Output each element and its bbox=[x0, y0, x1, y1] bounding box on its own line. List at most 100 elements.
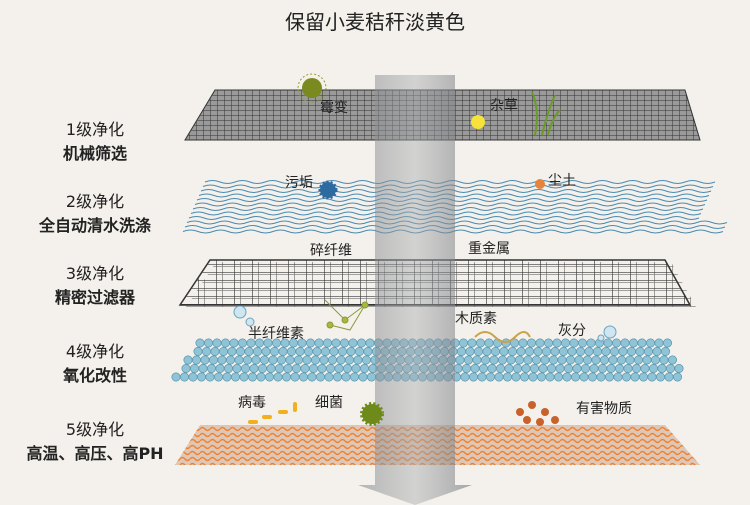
filter-sphere bbox=[467, 338, 477, 348]
filter-sphere bbox=[181, 363, 191, 373]
filter-sphere bbox=[300, 363, 310, 373]
filter-sphere bbox=[291, 363, 301, 373]
filter-sphere bbox=[558, 346, 568, 356]
level-step: 3级净化 bbox=[65, 264, 125, 283]
filter-sphere bbox=[274, 363, 284, 373]
filter-sphere bbox=[655, 372, 665, 382]
filter-sphere bbox=[293, 355, 303, 365]
filter-sphere bbox=[310, 355, 320, 365]
filter-sphere bbox=[348, 338, 358, 348]
filter-sphere bbox=[609, 346, 619, 356]
filter-sphere bbox=[660, 346, 670, 356]
filter-sphere bbox=[485, 372, 495, 382]
filter-sphere bbox=[266, 363, 276, 373]
filter-sphere bbox=[550, 346, 560, 356]
filter-sphere bbox=[307, 372, 317, 382]
tag-dust: 尘土 bbox=[548, 173, 576, 189]
filter-sphere bbox=[567, 346, 577, 356]
filter-sphere bbox=[484, 338, 494, 348]
filter-sphere bbox=[645, 338, 655, 348]
filter-sphere bbox=[249, 363, 259, 373]
tag-fiber-debris: 碎纤维 bbox=[310, 243, 352, 259]
filter-sphere bbox=[524, 346, 534, 356]
filter-sphere bbox=[276, 355, 286, 365]
filter-sphere bbox=[563, 363, 573, 373]
filter-sphere bbox=[533, 346, 543, 356]
filter-sphere bbox=[302, 355, 312, 365]
filter-sphere bbox=[592, 346, 602, 356]
filter-sphere bbox=[640, 363, 650, 373]
filter-sphere bbox=[202, 346, 212, 356]
filter-sphere bbox=[507, 346, 517, 356]
filter-sphere bbox=[366, 372, 376, 382]
filter-sphere bbox=[305, 338, 315, 348]
filter-sphere bbox=[221, 338, 231, 348]
filter-sphere bbox=[453, 363, 463, 373]
filter-sphere bbox=[320, 346, 330, 356]
filter-sphere bbox=[489, 355, 499, 365]
filter-sphere bbox=[642, 355, 652, 365]
filter-sphere bbox=[198, 363, 208, 373]
filter-sphere bbox=[580, 363, 590, 373]
filter-sphere bbox=[623, 363, 633, 373]
level-name: 高温、高压、高PH bbox=[26, 444, 164, 463]
filter-sphere bbox=[325, 363, 335, 373]
filter-sphere bbox=[647, 372, 657, 382]
filter-sphere bbox=[468, 372, 478, 382]
filter-sphere bbox=[251, 355, 261, 365]
filter-sphere bbox=[241, 363, 251, 373]
filter-sphere bbox=[555, 363, 565, 373]
filter-sphere bbox=[477, 372, 487, 382]
filter-sphere bbox=[480, 355, 490, 365]
filter-sphere bbox=[180, 372, 190, 382]
filter-sphere bbox=[332, 372, 342, 382]
filter-sphere bbox=[637, 338, 647, 348]
filter-sphere bbox=[546, 363, 556, 373]
filter-sphere bbox=[512, 363, 522, 373]
filter-sphere bbox=[506, 355, 516, 365]
tag-hemicellulose: 半纤维素 bbox=[248, 326, 304, 342]
filter-sphere bbox=[528, 372, 538, 382]
filter-sphere bbox=[628, 338, 638, 348]
hemicellulose-molecule-icon bbox=[324, 299, 369, 331]
tag-bacteria: 细菌 bbox=[315, 395, 343, 411]
bacteria-icon bbox=[360, 402, 384, 426]
filter-sphere bbox=[356, 338, 366, 348]
dust-yellow-icon bbox=[471, 115, 485, 129]
filter-sphere bbox=[207, 363, 217, 373]
filter-sphere bbox=[244, 346, 254, 356]
dirt-virus-icon bbox=[318, 180, 338, 200]
ash-bubble-icon bbox=[233, 305, 617, 342]
filter-sphere bbox=[536, 372, 546, 382]
filter-sphere bbox=[635, 346, 645, 356]
filter-sphere bbox=[531, 355, 541, 365]
filter-sphere bbox=[278, 346, 288, 356]
filter-sphere bbox=[657, 363, 667, 373]
filter-sphere bbox=[215, 363, 225, 373]
filter-sphere bbox=[269, 346, 279, 356]
filter-sphere bbox=[674, 363, 684, 373]
filter-sphere bbox=[243, 355, 253, 365]
filter-sphere bbox=[460, 372, 470, 382]
filter-sphere bbox=[611, 338, 621, 348]
filter-sphere bbox=[504, 363, 514, 373]
filter-sphere bbox=[248, 372, 258, 382]
filter-sphere bbox=[257, 363, 267, 373]
filter-sphere bbox=[264, 372, 274, 382]
filter-sphere bbox=[210, 346, 220, 356]
filter-sphere bbox=[589, 363, 599, 373]
filter-sphere bbox=[361, 355, 371, 365]
filter-sphere bbox=[295, 346, 305, 356]
filter-sphere bbox=[499, 346, 509, 356]
filter-sphere bbox=[226, 355, 236, 365]
level-2-label: 2级净化全自动清水洗涤 bbox=[10, 190, 180, 238]
filter-sphere bbox=[543, 338, 553, 348]
filter-sphere bbox=[303, 346, 313, 356]
filter-sphere bbox=[643, 346, 653, 356]
filter-sphere bbox=[312, 346, 322, 356]
level-4-label: 4级净化氧化改性 bbox=[10, 340, 180, 388]
mold-icon bbox=[297, 73, 327, 103]
filter-sphere bbox=[363, 346, 373, 356]
diagram-title: 保留小麦秸秆淡黄色 bbox=[285, 10, 465, 34]
